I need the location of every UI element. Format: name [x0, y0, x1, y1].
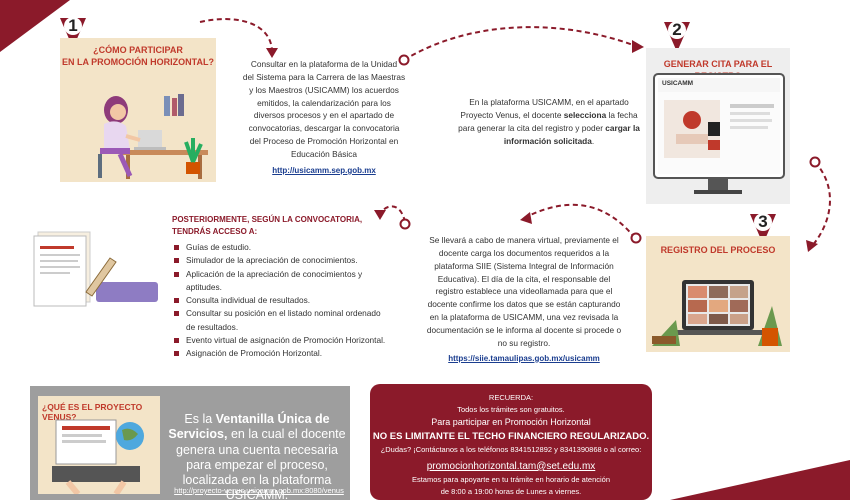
- access-list: Guías de estudio. Simulador de la apreci…: [172, 241, 387, 360]
- step-3-text-line: en la plataforma de USICAMM, una vez rev…: [429, 312, 619, 323]
- access-list-item: Consultar su posición en el listado nomi…: [172, 307, 387, 334]
- step-1-text-line: Educación Básica: [291, 149, 357, 160]
- venus-title: ¿QUÉ ES EL PROYECTO VENUS?: [42, 402, 143, 422]
- computer-screen-icon: [653, 73, 785, 194]
- venus-panel: ¿QUÉ ES EL PROYECTO VENUS? Es la Ventani…: [30, 386, 350, 500]
- access-list-item: Aplicación de la apreciación de conocimi…: [172, 268, 387, 295]
- step-3-text-line: registro establece una videollamada para…: [435, 286, 613, 297]
- step-3-text-line: documentación se le informa al docente s…: [426, 325, 622, 336]
- documents-illustration: [30, 222, 162, 312]
- access-list-item: Asignación de Promoción Horizontal.: [172, 347, 387, 360]
- step-1-text-line: emitidos, la calendarización para los: [257, 97, 391, 108]
- step-1-text-line: del Proceso de Promoción Horizontal en: [249, 136, 399, 147]
- access-list-item: Guías de estudio.: [172, 241, 387, 254]
- arrow-1-to-text: [199, 18, 273, 51]
- step-1-description: Consultar en la plataforma de la Unidad …: [240, 58, 408, 177]
- step-1-illustration: ¿CÓMO PARTICIPAR EN LA PROMOCIÓN HORIZON…: [60, 38, 216, 182]
- step-3-text-line: Se llevará a cabo de manera virtual, pre…: [429, 235, 619, 245]
- venus-text-bold: Ventanilla Única de Servicios,: [168, 412, 330, 442]
- step-3-marker: 3: [746, 208, 780, 248]
- recuerda-line1: Todos los trámites son gratuitos.: [457, 405, 565, 414]
- contact-email-link[interactable]: promocionhorizontal.tam@set.edu.mx: [426, 460, 596, 472]
- step-3-text-line: docente carga los documentos requeridos …: [438, 247, 610, 258]
- step-3-number: 3: [758, 212, 768, 231]
- venus-link[interactable]: http://proyecto-venus.usicamm.gob.mx:808…: [174, 486, 344, 495]
- recuerda-line6: de 8:00 a 19:00 horas de Lunes a viernes…: [440, 486, 582, 496]
- woman-at-computer-icon: [98, 94, 208, 179]
- access-list-item: Consulta individual de resultados.: [172, 294, 387, 307]
- usicamm-screen-brand: USICAMM: [662, 80, 694, 87]
- recuerda-heading: RECUERDA:: [488, 393, 534, 402]
- step-2-text-3: .: [591, 135, 595, 146]
- access-list-item: Simulador de la apreciación de conocimie…: [172, 254, 387, 267]
- venus-text-rest: en la cual el docente genera una cuenta …: [176, 427, 346, 500]
- step-3-title: REGISTRO DEL PROCESO: [660, 245, 776, 255]
- step-3-text-line: docente confirme los datos que se están …: [427, 299, 621, 310]
- step-2-text-2: la fecha para generar la cita del regist…: [458, 109, 638, 133]
- step-2-number: 2: [672, 20, 682, 39]
- step-3-description: Se llevará a cabo de manera virtual, pre…: [412, 234, 636, 365]
- usicamm-link[interactable]: http://usicamm.sep.gob.mx: [272, 165, 376, 175]
- step-2-marker: 2: [660, 16, 694, 56]
- step-1-title-line2: EN LA PROMOCIÓN HORIZONTAL?: [62, 57, 214, 68]
- recuerda-line2: Para participar en Promoción Horizontal: [431, 417, 591, 427]
- venus-description: Es la Ventanilla Única de Servicios, en …: [168, 412, 346, 500]
- step-3-text-line: plataforma SIIE (Sistema Integral de Inf…: [434, 260, 614, 271]
- step-3-text-line: no su registro.: [497, 337, 551, 348]
- recuerda-line5: Estamos para apoyarte en tu trámite en h…: [411, 474, 611, 484]
- step-1-text-line: diversos procesos y en el apartado de: [253, 110, 395, 121]
- access-heading-line2: TENDRÁS ACCESO A:: [172, 227, 258, 236]
- siie-link[interactable]: https://siie.tamaulipas.gob.mx/usicamm: [448, 353, 600, 363]
- step-2-text-bold-2: cargar la información solicitada: [503, 122, 640, 146]
- access-list-item: Evento virtual de asignación de Promoció…: [172, 334, 387, 347]
- access-section: POSTERIORMENTE, SEGÚN LA CONVOCATORIA, T…: [172, 214, 387, 360]
- documents-pencil-icon: [33, 231, 158, 307]
- keyboard-hands-icon: [52, 419, 144, 494]
- corner-decoration-top-left: [0, 0, 70, 52]
- step-3-illustration: REGISTRO DEL PROCESO: [646, 236, 790, 352]
- recuerda-line4: ¿Dudas? ¡Contáctanos a los teléfonos 834…: [380, 444, 642, 454]
- step-2-text-1: En la plataforma USICAMM, en el apartado…: [460, 97, 629, 120]
- video-call-laptop-icon: [652, 280, 782, 346]
- step-3-text-line: Educativa). El día de la cita, el respon…: [437, 273, 611, 284]
- recuerda-line3: NO ES LIMITANTE EL TECHO FINANCIERO REGU…: [372, 430, 650, 442]
- corner-decoration-bottom-right: [670, 460, 850, 500]
- venus-illustration: ¿QUÉ ES EL PROYECTO VENUS?: [38, 396, 160, 494]
- recuerda-panel: RECUERDA: Todos los trámites son gratuit…: [370, 384, 652, 500]
- arrow-to-step-3: [811, 161, 831, 247]
- step-2-illustration: GENERAR CITA PARA EL REGISTRO USICAMM: [646, 48, 790, 204]
- step-1-text-line: del Sistema para la Carrera de las Maest…: [242, 71, 406, 82]
- step-1-marker: 1: [56, 12, 90, 52]
- access-heading-line1: POSTERIORMENTE, SEGÚN LA CONVOCATORIA,: [172, 215, 363, 224]
- step-2-text-bold-1: selecciona: [563, 109, 607, 120]
- step-1-title-line1: ¿CÓMO PARTICIPAR: [93, 45, 183, 55]
- step-1-text-line: y los Maestros (USICAMM) los acuerdos: [249, 84, 399, 95]
- step-1-text-line: Consultar en la plataforma de la Unidad: [250, 59, 398, 69]
- step-1-number: 1: [68, 16, 78, 35]
- step-1-text-line: convocatorias, descargar la convocatoria: [248, 123, 400, 134]
- step-2-description: En la plataforma USICAMM, en el apartado…: [453, 96, 645, 147]
- arrow-to-step-2: [403, 26, 637, 61]
- arrow-3-to-text: [523, 203, 636, 239]
- venus-text-prefix: Es la: [184, 412, 216, 426]
